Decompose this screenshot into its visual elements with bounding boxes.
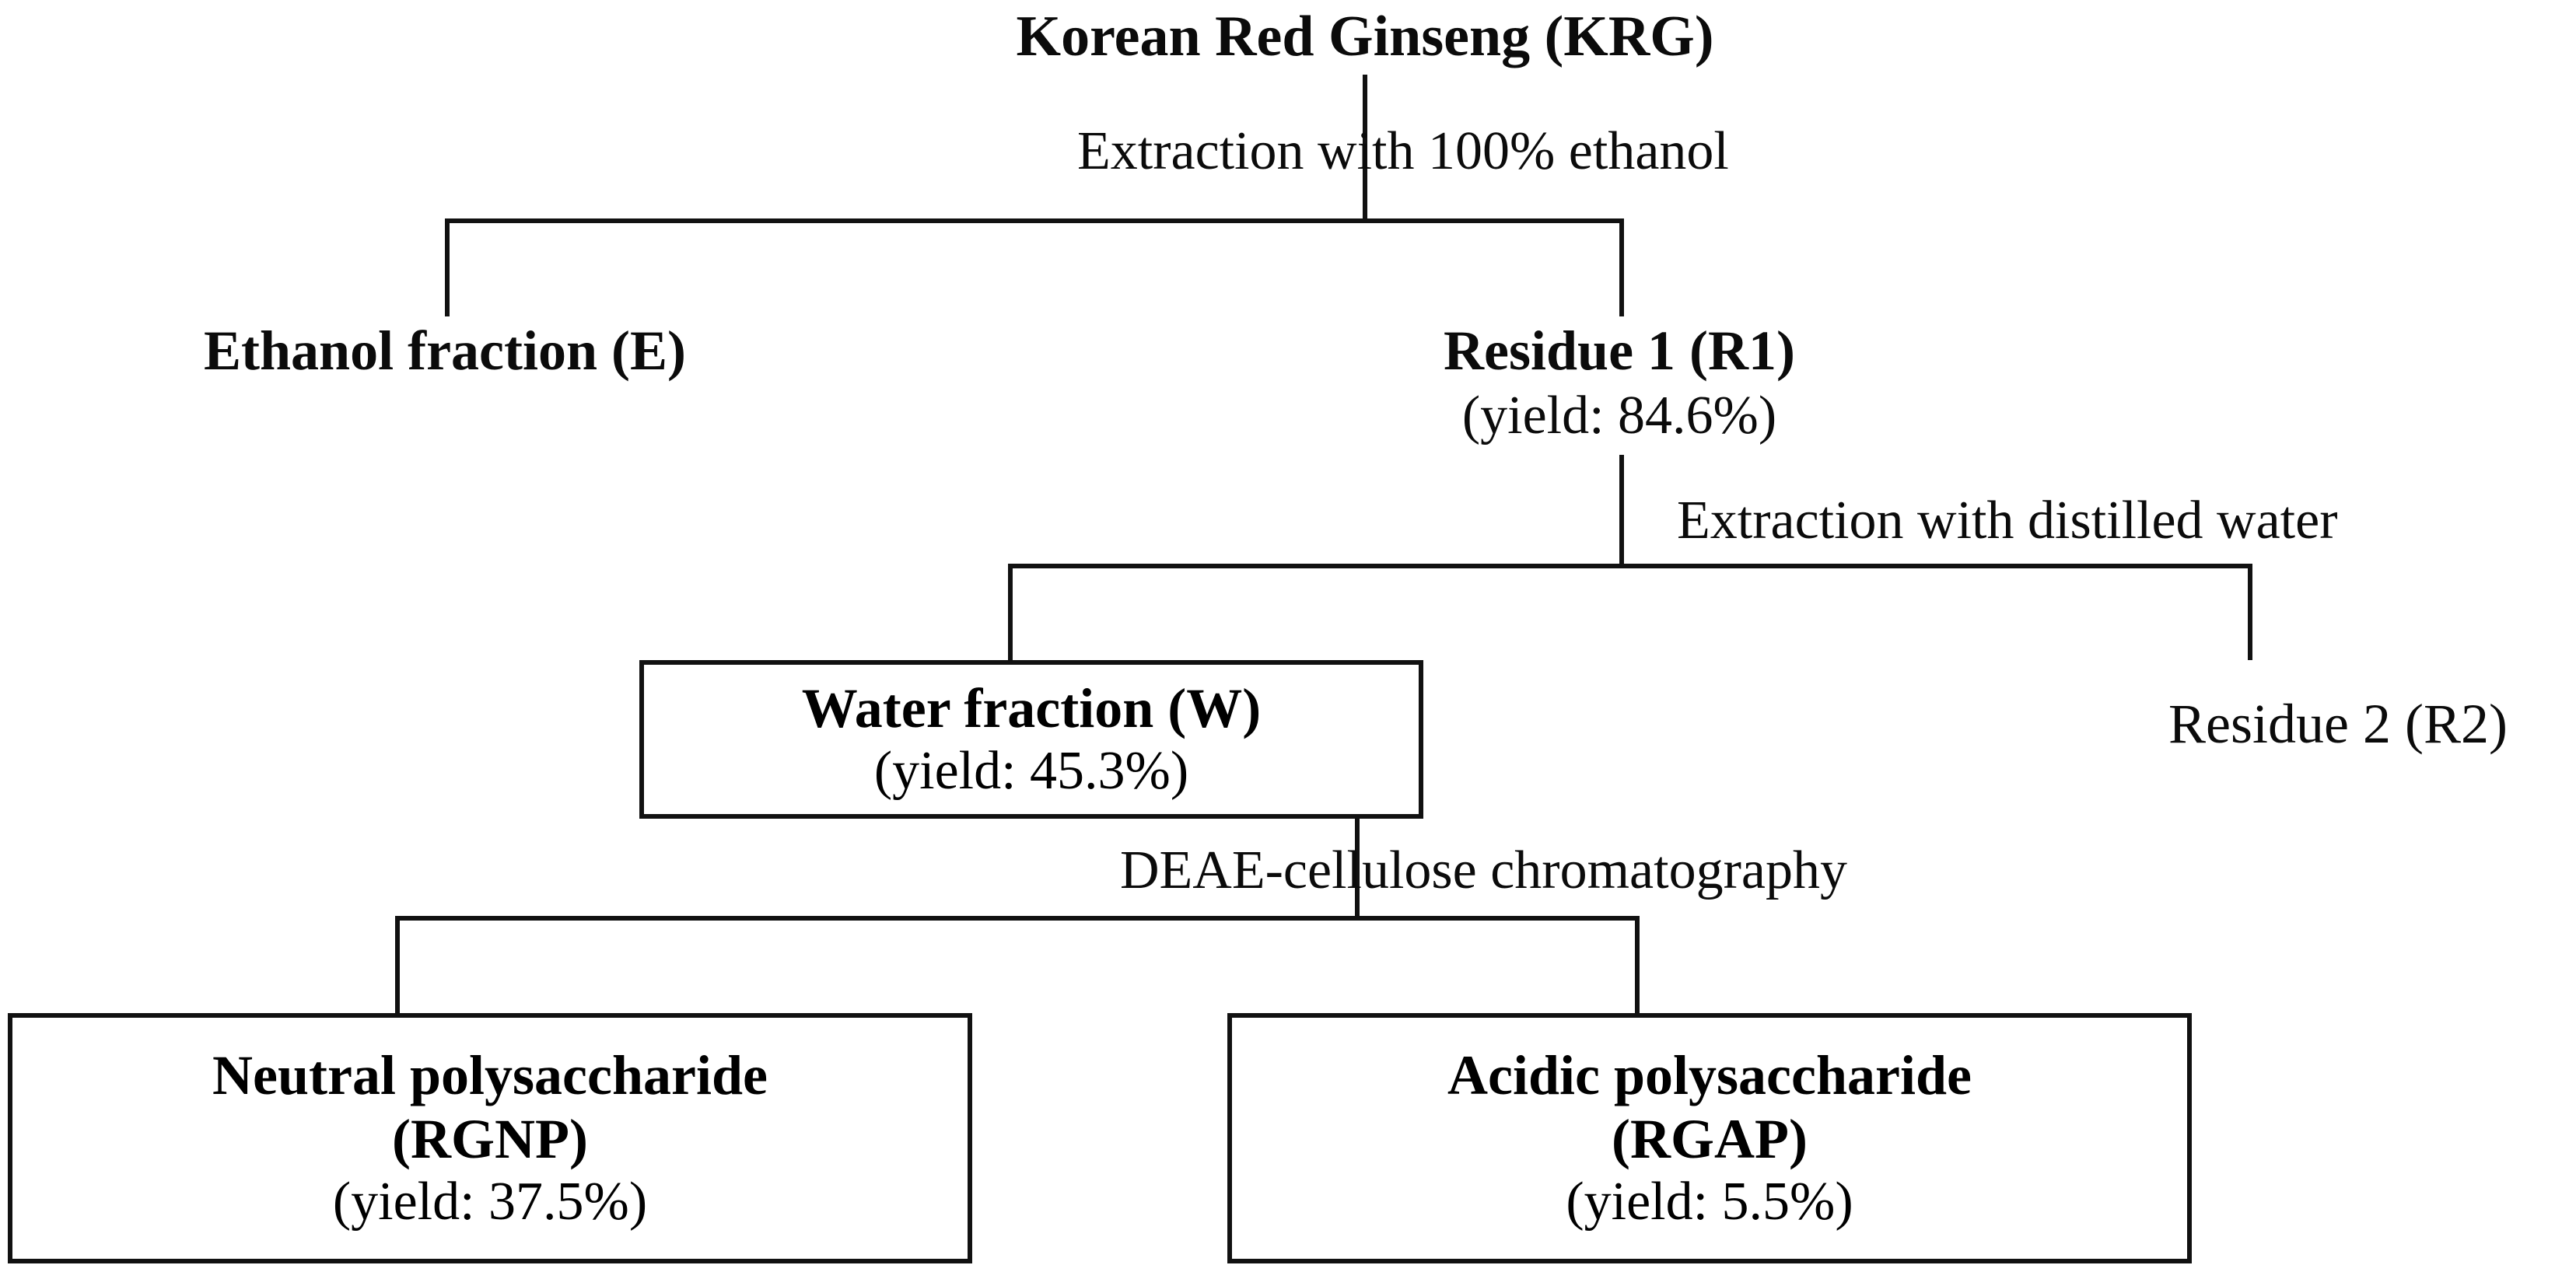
connector-level1-left-drop bbox=[445, 218, 450, 316]
node-neutral-polysaccharide: Neutral polysaccharide (RGNP) (yield: 37… bbox=[8, 1013, 972, 1263]
node-acidic-polysaccharide-label-line1: Acidic polysaccharide bbox=[1447, 1044, 1972, 1107]
node-residue-1-yield: (yield: 84.6%) bbox=[1461, 385, 1777, 446]
node-korean-red-ginseng: Korean Red Ginseng (KRG) bbox=[782, 4, 1948, 71]
connector-water-stem bbox=[1355, 816, 1360, 920]
node-ethanol-fraction-label: Ethanol fraction (E) bbox=[204, 320, 686, 382]
root-label: Korean Red Ginseng (KRG) bbox=[1016, 5, 1714, 68]
node-water-fraction-label: Water fraction (W) bbox=[801, 677, 1262, 740]
node-residue-2: Residue 2 (R2) bbox=[2100, 692, 2576, 757]
connector-level2-bar bbox=[1008, 564, 2252, 568]
connector-level1-bar bbox=[445, 218, 1624, 223]
node-residue-2-label: Residue 2 (R2) bbox=[2168, 693, 2508, 755]
edge-label-chromatography-text: DEAE-cellulose chromatography bbox=[1120, 840, 1847, 900]
edge-label-water-extraction-text: Extraction with distilled water bbox=[1677, 491, 2338, 550]
node-residue-1: Residue 1 (R1) (yield: 84.6%) bbox=[1246, 319, 1993, 447]
node-acidic-polysaccharide: Acidic polysaccharide (RGAP) (yield: 5.5… bbox=[1227, 1013, 2192, 1263]
connector-residue1-stem bbox=[1619, 455, 1624, 568]
connector-level2-left-drop bbox=[1008, 564, 1013, 663]
node-acidic-polysaccharide-yield: (yield: 5.5%) bbox=[1566, 1172, 1853, 1232]
edge-label-chromatography: DEAE-cellulose chromatography bbox=[1120, 840, 1847, 902]
node-neutral-polysaccharide-yield: (yield: 37.5%) bbox=[332, 1172, 648, 1232]
connector-level3-bar bbox=[395, 916, 1640, 921]
connector-root-stem bbox=[1363, 75, 1367, 222]
connector-level3-right-drop bbox=[1635, 916, 1640, 1015]
node-water-fraction-yield: (yield: 45.3%) bbox=[873, 741, 1189, 802]
node-acidic-polysaccharide-label-line2: (RGAP) bbox=[1612, 1108, 1808, 1171]
connector-level1-right-drop bbox=[1619, 218, 1624, 316]
node-water-fraction: Water fraction (W) (yield: 45.3%) bbox=[639, 660, 1423, 819]
edge-label-ethanol-extraction: Extraction with 100% ethanol bbox=[1077, 121, 1729, 183]
node-neutral-polysaccharide-label-line1: Neutral polysaccharide bbox=[212, 1044, 768, 1107]
node-ethanol-fraction: Ethanol fraction (E) bbox=[72, 319, 818, 384]
edge-label-water-extraction: Extraction with distilled water bbox=[1677, 490, 2338, 552]
connector-level3-left-drop bbox=[395, 916, 400, 1015]
node-neutral-polysaccharide-label-line2: (RGNP) bbox=[392, 1108, 588, 1171]
node-residue-1-label: Residue 1 (R1) bbox=[1444, 320, 1795, 382]
connector-level2-right-drop bbox=[2248, 564, 2252, 660]
edge-label-ethanol-extraction-text: Extraction with 100% ethanol bbox=[1077, 121, 1729, 181]
